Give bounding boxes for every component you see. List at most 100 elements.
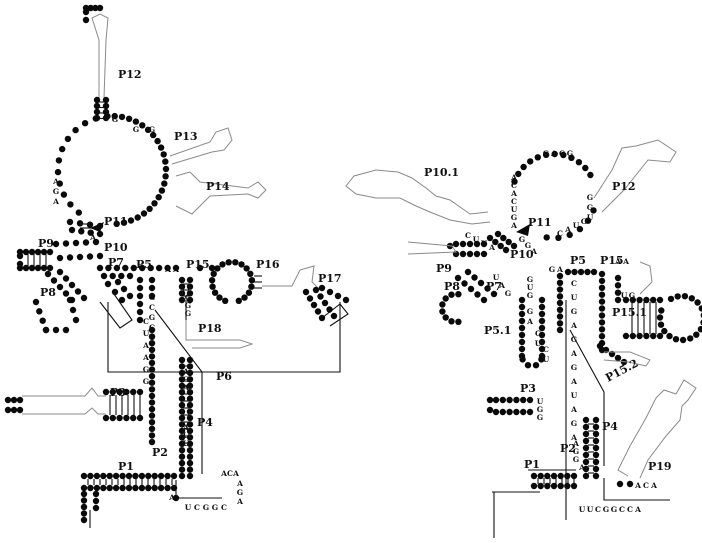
nucleotide-right-main-col: A bbox=[570, 321, 577, 330]
nucleotide-bead bbox=[582, 444, 590, 452]
nucleotide-bead bbox=[80, 490, 88, 498]
nucleotide-right-p2: A bbox=[572, 439, 579, 448]
nucleotide-right-p11-right: C bbox=[557, 229, 563, 238]
nucleotide-bead bbox=[570, 472, 578, 480]
nucleotide-bead bbox=[235, 297, 242, 304]
nucleotide-bead bbox=[471, 274, 478, 281]
nucleotide-bead bbox=[577, 268, 585, 276]
nucleotide-bead bbox=[486, 396, 494, 404]
nucleotide-bead bbox=[148, 386, 156, 393]
right-backbone-lines bbox=[492, 300, 670, 538]
nucleotide-bead bbox=[674, 293, 681, 300]
nucleotide-bead bbox=[145, 484, 152, 492]
nucleotide-bead bbox=[186, 296, 194, 304]
nucleotide-right-bottom: A bbox=[634, 505, 641, 514]
nucleotide-bead bbox=[492, 238, 499, 246]
nucleotide-bead bbox=[172, 494, 180, 502]
nucleotide-bead bbox=[154, 137, 161, 145]
nucleotide-bead bbox=[87, 4, 94, 12]
nucleotide-right-main-col: G bbox=[571, 335, 577, 344]
nucleotide-left-p2-col: A bbox=[182, 423, 189, 432]
nucleotide-bead bbox=[82, 239, 90, 246]
label-right-p5: P5 bbox=[570, 254, 586, 267]
nucleotide-right-p2: G bbox=[573, 455, 579, 464]
nucleotide-right-p2: G bbox=[573, 447, 579, 456]
nucleotide-bead bbox=[698, 305, 702, 312]
nucleotide-bead bbox=[543, 234, 550, 241]
nucleotide-bead bbox=[466, 240, 474, 248]
nucleotide-bead bbox=[480, 240, 488, 248]
nucleotide-bead bbox=[178, 401, 186, 409]
nucleotide-bead bbox=[245, 289, 253, 296]
nucleotide-bead bbox=[330, 312, 338, 320]
nucleotide-bead bbox=[148, 353, 156, 360]
nucleotide-bead bbox=[210, 270, 217, 277]
nucleotide-bead bbox=[510, 242, 518, 250]
nucleotide-bead bbox=[186, 447, 194, 454]
nucleotide-bead bbox=[518, 310, 526, 318]
nucleotide-bead bbox=[151, 484, 158, 492]
nucleotide-bead bbox=[243, 265, 250, 272]
nucleotide-bead bbox=[513, 408, 520, 416]
nucleotide-bead bbox=[46, 264, 54, 272]
nucleotide-bead bbox=[214, 265, 221, 272]
nucleotide-bead bbox=[500, 234, 507, 242]
nucleotide-bead bbox=[527, 158, 534, 165]
nucleotide-bead bbox=[22, 264, 30, 272]
nucleotide-bead bbox=[92, 238, 100, 246]
nucleotide-bead bbox=[80, 503, 88, 511]
nucleotide-bead bbox=[80, 510, 88, 517]
nucleotide-bead bbox=[125, 472, 133, 480]
nucleotide-right-p5-1-left: G bbox=[527, 307, 533, 316]
nucleotide-bead bbox=[44, 270, 52, 278]
nucleotide-bead bbox=[148, 379, 156, 386]
nucleotide-bead bbox=[513, 396, 520, 404]
nucleotide-bead bbox=[148, 276, 156, 284]
nucleotide-right-main-col: A bbox=[570, 405, 577, 414]
nucleotide-bead bbox=[439, 301, 446, 308]
nucleotide-bead bbox=[557, 472, 564, 480]
nucleotide-left-p15-col: G bbox=[185, 301, 191, 310]
label-right-p15: P15 bbox=[600, 254, 624, 267]
nucleotide-right-main-col: A bbox=[570, 377, 577, 386]
nucleotide-right-p11-right: U bbox=[573, 221, 580, 230]
nucleotide-bead bbox=[526, 396, 534, 404]
nucleotide-bead bbox=[178, 395, 186, 402]
nucleotide-bead bbox=[524, 362, 532, 369]
nucleotide-right-p5-j: G bbox=[549, 265, 555, 274]
nucleotide-right-main-col: A bbox=[570, 349, 577, 358]
nucleotide-right-top-loop: G bbox=[567, 149, 573, 158]
nucleotide-bead bbox=[518, 317, 526, 325]
nucleotide-bead bbox=[136, 308, 144, 316]
nucleotide-bead bbox=[144, 126, 152, 133]
nucleotide-right-top-loop: C bbox=[559, 149, 565, 158]
nucleotide-bead bbox=[520, 163, 527, 171]
nucleotide-bead bbox=[106, 472, 113, 480]
nucleotide-left-junction: A bbox=[52, 177, 59, 186]
nucleotide-bead bbox=[629, 332, 636, 340]
nucleotide-right-p5-stem: G bbox=[527, 291, 533, 300]
nucleotide-bead bbox=[452, 240, 460, 248]
nucleotide-bead bbox=[455, 291, 462, 298]
nucleotide-bead bbox=[515, 170, 522, 178]
nucleotide-bead bbox=[598, 284, 606, 291]
nucleotide-bead bbox=[178, 421, 186, 428]
nucleotide-bead bbox=[544, 472, 551, 480]
label-left-p5: P5 bbox=[136, 258, 152, 271]
nucleotide-bead bbox=[564, 268, 572, 276]
nucleotide-left-p1-right: A bbox=[220, 469, 227, 478]
nucleotide-left-p2-col: U bbox=[183, 439, 190, 448]
nucleotide-bead bbox=[622, 332, 630, 340]
nucleotide-bead bbox=[148, 438, 156, 446]
nucleotide-bead bbox=[116, 414, 123, 422]
label-right-p19: P19 bbox=[648, 460, 672, 473]
nucleotide-right-bottom: U bbox=[587, 505, 594, 514]
nucleotide-bead bbox=[186, 459, 194, 467]
nucleotide-bead bbox=[334, 292, 342, 300]
nucleotide-right-p5-stem: G bbox=[527, 275, 533, 284]
nucleotide-bead bbox=[442, 314, 449, 321]
nucleotide-bead bbox=[556, 293, 564, 300]
nucleotide-bead bbox=[186, 414, 194, 422]
nucleotide-bead bbox=[62, 275, 70, 282]
